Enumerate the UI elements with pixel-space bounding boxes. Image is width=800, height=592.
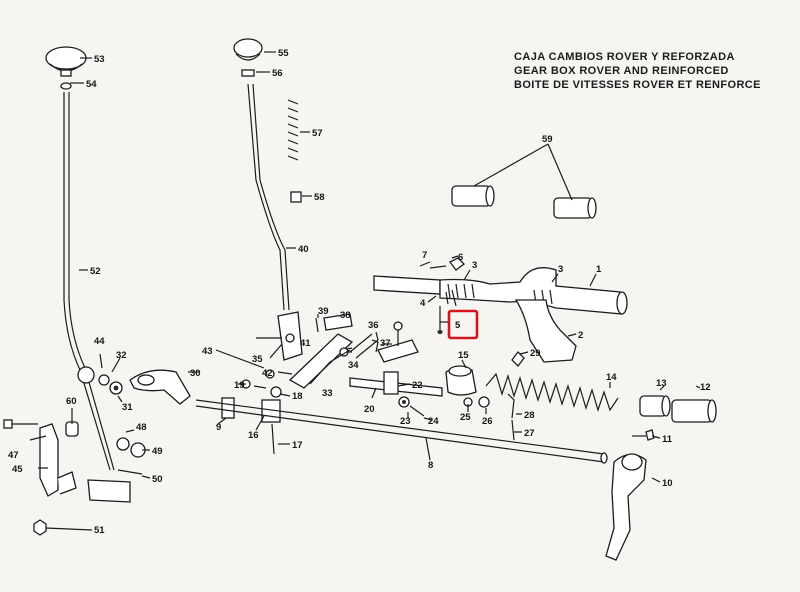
label-18: 18 [292,391,303,402]
label-49: 49 [152,446,163,457]
label-33: 33 [322,388,333,399]
label-47: 47 [8,450,19,461]
left-lever-assembly [3,46,146,536]
lower-right-assembly [485,372,717,561]
label-52: 52 [90,266,101,277]
label-54: 54 [86,79,97,90]
bracket-45 [39,423,59,497]
highlighted-part-5[interactable]: 5 [447,309,479,340]
bracket-30 [129,369,191,405]
spring-57 [287,99,299,161]
label-30: 30 [190,368,201,379]
label-16: 16 [248,430,259,441]
label-40: 40 [298,244,309,255]
link-33a [288,333,354,389]
label-37: 37 [380,338,391,349]
label-55: 55 [278,48,289,59]
label-43: 43 [202,346,213,357]
label-9: 9 [216,422,221,433]
label-3a: 3 [472,260,477,271]
label-5: 5 [455,320,461,331]
label-56: 56 [272,68,283,79]
title-block: CAJA CAMBIOS ROVER Y REFORZADA GEAR BOX … [514,51,761,91]
spring-14 [485,372,619,412]
label-45: 45 [12,464,23,475]
fork-2 [514,299,577,363]
label-39: 39 [318,306,329,317]
label-58: 58 [314,192,325,203]
title-line-3: BOITE DE VITESSES ROVER ET RENFORCE [514,79,761,91]
part-labels: 53 54 52 44 32 31 60 47 45 48 49 50 51 5… [8,48,711,536]
pin-60 [65,421,79,437]
bushing-59a [451,185,491,207]
label-17: 17 [292,440,303,451]
label-36: 36 [368,320,379,331]
label-42: 42 [262,368,273,379]
label-13: 13 [656,378,667,389]
label-2: 2 [578,330,583,341]
label-41: 41 [300,338,311,349]
title-line-1: CAJA CAMBIOS ROVER Y REFORZADA [514,51,735,63]
label-34: 34 [348,360,359,371]
label-51: 51 [94,525,105,536]
highlight-box[interactable] [447,309,479,340]
label-24: 24 [428,416,439,427]
lever-ball [77,366,95,384]
collar-9 [221,397,235,419]
lever-base [87,479,131,503]
label-29: 29 [530,348,541,359]
rod-1-end [373,275,441,295]
selector-assembly [349,351,525,441]
label-38: 38 [340,310,351,321]
main-shaft-8 [195,399,608,464]
fork-37 [377,339,419,363]
label-19: 19 [234,380,245,391]
label-35: 35 [252,354,263,365]
label-3b: 3 [558,264,563,275]
nut-51 [33,519,47,536]
label-26: 26 [482,416,493,427]
bushing-59b [553,197,593,219]
bushing-12 [671,399,713,423]
label-22: 22 [412,380,423,391]
label-44: 44 [94,336,105,347]
title-line-2: GEAR BOX ROVER AND REINFORCED [514,65,729,77]
plate-38 [323,313,353,331]
label-15: 15 [458,350,469,361]
label-6: 6 [458,252,463,263]
label-28: 28 [524,410,535,421]
label-4: 4 [420,298,426,309]
label-8: 8 [428,460,433,471]
label-32: 32 [116,350,127,361]
label-12: 12 [700,382,711,393]
label-60: 60 [66,396,77,407]
label-53: 53 [94,54,105,65]
upper-right-assembly [373,185,628,363]
leader-lines [29,51,701,531]
label-20: 20 [364,404,375,415]
knob-55 [233,38,263,58]
label-57: 57 [312,128,323,139]
label-1: 1 [596,264,602,275]
label-23: 23 [400,416,411,427]
label-25: 25 [460,412,471,423]
label-31: 31 [122,402,133,413]
label-7: 7 [422,250,427,261]
lever-10 [605,453,647,561]
ring-54 [60,69,72,77]
label-27: 27 [524,428,535,439]
label-11: 11 [662,434,673,445]
plug-29 [511,351,525,367]
label-14: 14 [606,372,617,383]
label-50: 50 [152,474,163,485]
label-48: 48 [136,422,147,433]
label-59: 59 [542,134,553,145]
center-lever-assembly [129,38,419,455]
label-10: 10 [662,478,673,489]
